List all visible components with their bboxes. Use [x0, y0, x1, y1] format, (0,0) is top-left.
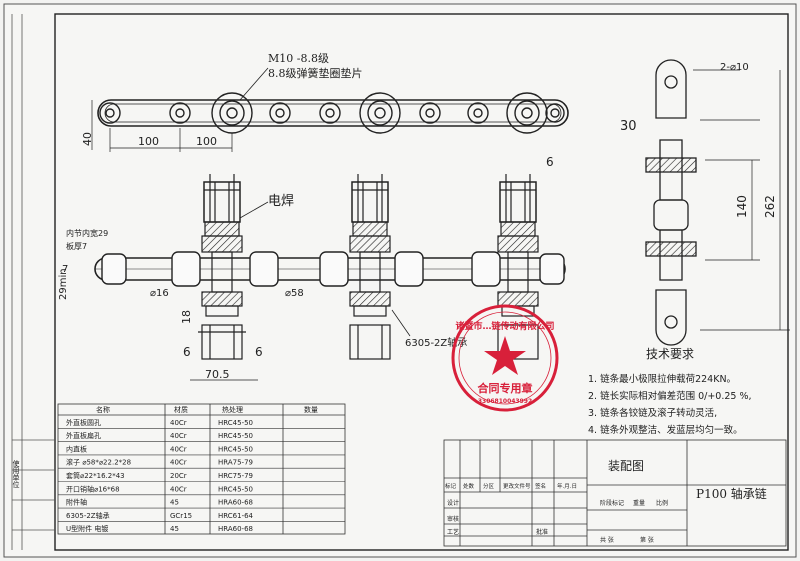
- requirements-title: 技术要求: [646, 347, 694, 361]
- dim-thirty: 30: [620, 119, 637, 134]
- parts-cell-5-2: 20Cr: [170, 472, 187, 480]
- side-dim-lines: [693, 69, 790, 331]
- attachment-assembly-1: [198, 173, 246, 360]
- parts-cell-7-2: 45: [170, 499, 179, 507]
- parts-cell-4-2: 40Cr: [170, 459, 187, 467]
- dim-pitch-right: 100: [196, 135, 217, 148]
- parts-cell-7-1: 附件轴: [66, 498, 87, 507]
- weight-label: 重量: [633, 499, 645, 507]
- parts-cell-2-1: 外直板扁孔: [66, 431, 101, 440]
- parts-cell-4-3: HRA75-79: [218, 459, 253, 467]
- parts-cell-6-3: HRC45-50: [218, 485, 253, 493]
- dim-lines-top: [91, 100, 233, 152]
- inner-width-label: 内节内宽29: [66, 228, 108, 238]
- parts-cell-6-1: 开口销轴⌀16*68: [66, 484, 120, 493]
- mark-row-cell-1: 标记: [445, 482, 457, 490]
- sheet-number-label: 第 张: [640, 536, 654, 544]
- chain-side-view: [645, 59, 697, 346]
- mark-row-cell-4: 更改文件号: [503, 482, 531, 490]
- parts-cell-8-1: 6305-2Z轴承: [66, 511, 110, 520]
- attachment-assembly-3: [497, 173, 539, 360]
- bearing-leader: [391, 309, 411, 337]
- mark-row-cell-6: 年.月.日: [557, 482, 577, 490]
- mark-row-cell-5: 签名: [535, 482, 546, 490]
- dim-seven: 7: [62, 264, 68, 275]
- weld-callout: 电焊: [268, 193, 294, 209]
- design-label: 设计: [447, 499, 459, 507]
- weld-leader: [239, 201, 269, 219]
- inner-border: [54, 13, 789, 551]
- parts-header-treatment: 热处理: [222, 405, 243, 414]
- parts-header-material: 材质: [174, 405, 188, 414]
- bracket-width-label: 70.5: [205, 368, 230, 381]
- parts-cell-6-2: 40Cr: [170, 485, 187, 493]
- dim-pitch-left: 100: [138, 135, 159, 148]
- roller-dia-label: ⌀58: [285, 288, 304, 299]
- dim-height-left: 40: [81, 132, 94, 146]
- parts-cell-3-2: 40Cr: [170, 445, 187, 453]
- parts-cell-9-2: 45: [170, 525, 179, 533]
- dim-eighteen: 18: [180, 310, 193, 324]
- attachment-assembly-2: [349, 173, 391, 360]
- requirement-4: 4. 链条外观整洁、发蓝层均匀一致。: [588, 424, 743, 436]
- parts-cell-1-3: HRC45-50: [218, 419, 253, 427]
- parts-cell-3-1: 内直板: [66, 444, 87, 453]
- parts-cell-7-3: HRA60-68: [218, 499, 253, 507]
- side-label: 使用单位: [12, 459, 20, 488]
- parts-cell-9-1: U型附件 电镀: [66, 524, 108, 533]
- plate-thickness-label: 板厚7: [66, 241, 87, 251]
- scale-label: 比例: [656, 499, 668, 507]
- chain-front-view: [94, 251, 566, 287]
- sheets-total-label: 共 张: [600, 536, 614, 544]
- review-label: 审核: [447, 515, 459, 523]
- pin-dia-label: ⌀16: [150, 288, 169, 299]
- parts-cell-5-3: HRC75-79: [218, 472, 253, 480]
- parts-cell-5-1: 套筒⌀22*16.2*43: [66, 471, 125, 480]
- parts-table-grid: [57, 403, 346, 535]
- requirement-3: 3. 链条各铰链及滚子转动灵活,: [588, 407, 717, 419]
- parts-cell-8-3: HRC61-64: [218, 512, 254, 520]
- parts-header-qty: 数量: [304, 405, 318, 414]
- stamp-center-text: 合同专用章: [478, 381, 533, 395]
- parts-cell-2-2: 40Cr: [170, 432, 187, 440]
- holes-label: 2-⌀10: [720, 62, 749, 73]
- parts-cell-8-2: GCr15: [170, 512, 192, 520]
- bolt-callout: M10 -8.8级: [268, 52, 329, 65]
- mark-row-cell-3: 分区: [483, 482, 495, 490]
- parts-cell-2-3: HRC45-50: [218, 432, 253, 440]
- requirement-2: 2. 链长实际相对偏差范围 0/+0.25 %,: [588, 390, 752, 402]
- parts-cell-1-1: 外直板圆孔: [66, 418, 101, 427]
- stamp-ring-text: 诸暨市…链传动有限公司: [455, 320, 554, 332]
- washer-callout: 8.8级弹簧垫圈垫片: [268, 66, 363, 80]
- product-title: P100 轴承链: [696, 486, 767, 501]
- dim-six-a: 6: [183, 345, 191, 359]
- parts-cell-3-3: HRC45-50: [218, 445, 253, 453]
- requirement-1: 1. 链条最小极限拉伸载荷224KN。: [588, 373, 736, 385]
- dim-one-forty: 140: [735, 195, 749, 218]
- company-stamp: 诸暨市…链传动有限公司 合同专用章 3306810043992: [451, 304, 559, 412]
- dim-total-height: 262: [763, 195, 777, 218]
- process-label: 工艺: [447, 528, 459, 536]
- title-block-mark-row: 标记处数分区更改文件号签名 年.月.日: [445, 482, 577, 490]
- title-block-grid: [443, 439, 787, 547]
- dim-six-top: 6: [546, 155, 554, 169]
- parts-cell-9-3: HRA60-68: [218, 525, 253, 533]
- min-height-label: 29min: [58, 268, 69, 300]
- bearing-callout: 6305-2Z轴承: [405, 336, 467, 349]
- approve-label: 批准: [536, 528, 548, 536]
- chain-top-view: [97, 92, 569, 134]
- parts-header-name: 名称: [96, 405, 110, 414]
- mark-row-cell-2: 处数: [463, 482, 475, 490]
- parts-cell-4-1: 滚子 ⌀58*⌀22.2*28: [66, 458, 131, 467]
- dim-six-b: 6: [255, 345, 263, 359]
- stamp-number: 3306810043992: [478, 398, 532, 405]
- stage-mark-label: 阶段标记: [600, 499, 624, 507]
- assembly-label: 装配图: [608, 459, 644, 473]
- parts-cell-1-2: 40Cr: [170, 419, 187, 427]
- leader-line: [239, 67, 269, 101]
